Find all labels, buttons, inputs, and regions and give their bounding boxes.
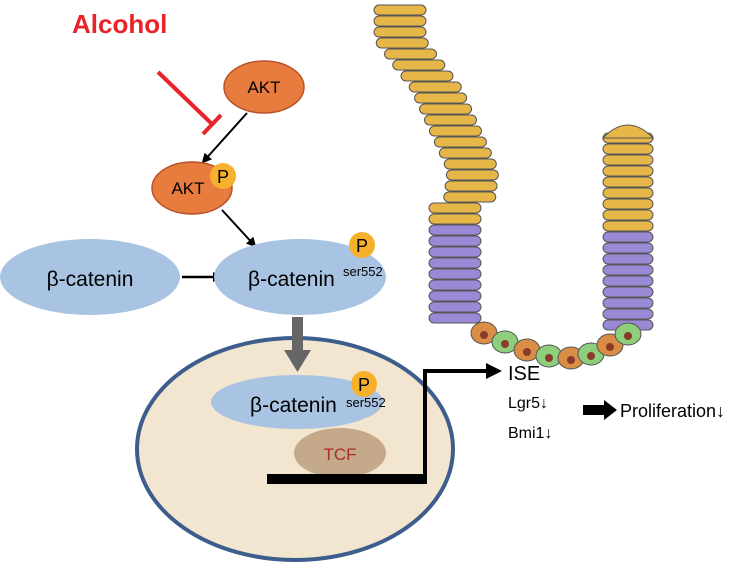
crypt-cell — [602, 253, 654, 265]
beta-catenin-phospho-label: β-catenin — [248, 268, 335, 291]
cell-nucleus — [523, 348, 531, 356]
proliferation-arrow — [583, 400, 617, 420]
villus-cell — [384, 48, 437, 60]
villus-cell — [373, 26, 427, 38]
villus-cell — [419, 103, 473, 115]
bmi1-label: Bmi1↓ — [508, 425, 552, 442]
cell-nucleus — [606, 343, 614, 351]
akt-phosphate-badge — [210, 163, 236, 189]
villus-cell — [602, 220, 654, 232]
villus-cell — [414, 92, 468, 104]
villus-cell — [373, 4, 427, 16]
crypt-cell — [602, 297, 654, 309]
crypt-cell — [602, 242, 654, 254]
villus-cell — [375, 37, 429, 49]
villus-cell — [373, 15, 427, 27]
akt-node: AKT — [223, 60, 305, 114]
akt-phosphate-label: P — [217, 167, 229, 187]
cell-nucleus — [587, 352, 595, 360]
transcription-arrow — [423, 369, 488, 479]
crypt-cell — [428, 268, 482, 280]
villus-cell — [400, 70, 454, 82]
cell-nucleus — [480, 331, 488, 339]
nuclear-beta-catenin-node: β-catenin ser552 P — [211, 371, 386, 429]
villus-cell — [443, 158, 497, 170]
alcohol-inhibition-symbol — [156, 70, 223, 136]
akt-phospho-node: AKT P — [151, 161, 236, 215]
villus-cell — [602, 176, 654, 188]
crypt-cell — [428, 235, 482, 247]
transcription-arrowhead — [486, 363, 502, 379]
crypt-cell — [428, 246, 482, 258]
crypt-cell — [602, 308, 654, 320]
cell-nucleus — [567, 356, 575, 364]
beta-catenin-phospho-node: β-catenin ser552 P — [214, 232, 386, 315]
villus-cell — [424, 114, 477, 126]
akt-phospho-label: AKT — [171, 179, 204, 198]
nuclear-translocation-arrow — [284, 317, 311, 372]
villus-cell — [428, 213, 482, 225]
villus-cell — [602, 154, 654, 166]
villus-cell — [602, 209, 654, 221]
cell-nucleus — [624, 332, 632, 340]
crypt-cell — [428, 279, 482, 291]
villus-tip — [601, 124, 655, 139]
crypt-cell — [428, 301, 482, 313]
arrow-akt-phosphorylation — [201, 112, 248, 164]
cell-nucleus — [545, 354, 553, 362]
proliferation-label: Proliferation↓ — [620, 401, 725, 421]
villus-cell — [602, 198, 654, 210]
tcf-node: TCF — [294, 428, 386, 478]
akt-label: AKT — [247, 78, 280, 97]
cell-nucleus — [501, 340, 509, 348]
crypt-cell — [602, 286, 654, 298]
crypt-cell — [602, 231, 654, 243]
tcf-label: TCF — [323, 445, 356, 464]
villus-cell — [602, 165, 654, 177]
villus-cell — [443, 191, 497, 203]
crypt-cell — [428, 257, 482, 269]
lgr5-label: Lgr5↓ — [508, 395, 548, 412]
villus-cell — [433, 136, 487, 148]
catenin-phosphate-label: P — [356, 236, 368, 256]
crypt-cell — [602, 264, 654, 276]
villus-cell — [602, 143, 654, 155]
crypt-cell — [602, 275, 654, 287]
beta-catenin-label: β-catenin — [47, 268, 134, 291]
villus-cell — [438, 147, 492, 159]
catenin-phosphate-badge — [349, 232, 375, 258]
crypt-cell — [428, 312, 482, 324]
crypt-cell — [428, 290, 482, 302]
villus-cell — [428, 125, 482, 137]
nuclear-phosphate-label: P — [358, 375, 370, 395]
beta-catenin-node: β-catenin — [0, 239, 180, 315]
intestinal-crypt-illustration — [373, 4, 655, 370]
villus-cell — [408, 81, 462, 93]
villus-cell — [392, 59, 446, 71]
nuclear-phosphate-badge — [351, 371, 377, 397]
ser552-label: ser552 — [343, 264, 383, 279]
villus-cell — [444, 180, 498, 192]
alcohol-label: Alcohol — [72, 9, 167, 39]
dna-bar — [267, 474, 427, 484]
nuclear-ser552-label: ser552 — [346, 395, 386, 410]
ise-label: ISE — [508, 363, 540, 385]
villus-cell — [428, 202, 482, 214]
arrow-akt-to-catenin — [221, 209, 257, 248]
crypt-cell — [428, 224, 482, 236]
nuclear-beta-catenin-label: β-catenin — [250, 394, 337, 417]
villus-cell — [445, 169, 499, 181]
villus-cell — [602, 187, 654, 199]
